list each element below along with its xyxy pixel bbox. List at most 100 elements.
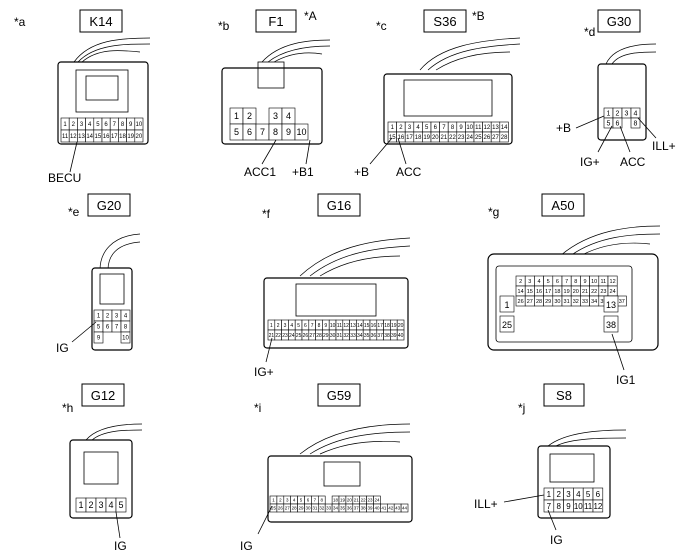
pin-number: 27 bbox=[285, 506, 291, 511]
pin-number: 39 bbox=[368, 506, 374, 511]
pin-number: 10 bbox=[466, 125, 473, 131]
pin-number: 5 bbox=[300, 498, 303, 503]
code-box-a50 bbox=[541, 193, 585, 217]
pin-number: 8 bbox=[451, 125, 455, 131]
wire-bundle bbox=[261, 39, 331, 63]
pin-cell bbox=[294, 123, 309, 141]
note-s36: *B bbox=[472, 9, 485, 23]
pin-number: 5 bbox=[234, 127, 239, 137]
pin-number: 39 bbox=[391, 333, 397, 339]
pin-label-ill: ILL+ bbox=[652, 139, 676, 153]
pin-number: 6 bbox=[106, 325, 110, 331]
pin-number: 8 bbox=[634, 120, 638, 127]
pin-label-ig: IG bbox=[240, 539, 253, 553]
wire-bundle bbox=[85, 423, 143, 441]
pin-number: 10 bbox=[330, 323, 336, 329]
marker-e: *e bbox=[68, 205, 80, 219]
pin-number: 34 bbox=[357, 333, 363, 339]
pin-number: 14 bbox=[518, 289, 524, 295]
pin-number: 23 bbox=[368, 498, 374, 503]
code-box-f1 bbox=[255, 9, 297, 33]
connector-latch bbox=[83, 451, 119, 485]
pin-number: 30 bbox=[330, 333, 336, 339]
pin-number: 43 bbox=[395, 506, 401, 511]
pin-number: 14 bbox=[501, 125, 508, 131]
pin-number: 20 bbox=[136, 134, 143, 140]
pin-number: 32 bbox=[343, 333, 349, 339]
connector-latch bbox=[323, 461, 361, 487]
marker-b: *b bbox=[218, 19, 230, 33]
pin-number: 9 bbox=[286, 127, 291, 137]
pin-number: 7 bbox=[115, 325, 119, 331]
pin-number: 3 bbox=[528, 279, 531, 285]
pin-number: 37 bbox=[377, 333, 383, 339]
pin-number: 19 bbox=[340, 498, 346, 503]
pin-number: 6 bbox=[596, 490, 601, 499]
pin-number: 18 bbox=[333, 498, 339, 503]
pin-number: 40 bbox=[398, 333, 404, 339]
pin-number: 4 bbox=[537, 279, 540, 285]
pin-number: 9 bbox=[583, 279, 586, 285]
pin-number: 38 bbox=[384, 333, 390, 339]
pin-number: 10 bbox=[122, 336, 129, 342]
pin-number: 26 bbox=[518, 299, 524, 305]
pin-number: 2 bbox=[556, 490, 561, 499]
marker-f: *f bbox=[262, 207, 271, 221]
pin-number: 2 bbox=[519, 279, 522, 285]
connector-latch bbox=[257, 61, 285, 89]
leader-line bbox=[611, 333, 625, 371]
pin-number: 7 bbox=[260, 127, 265, 137]
pin-number: 1 bbox=[97, 314, 101, 320]
pin-cell-large bbox=[499, 295, 515, 313]
pin-number: 4 bbox=[290, 323, 293, 329]
pin-number: 3 bbox=[625, 110, 629, 117]
pin-number: 20 bbox=[398, 323, 404, 329]
leader-line bbox=[115, 511, 121, 539]
leader-line bbox=[69, 141, 78, 173]
pin-number: 16 bbox=[398, 135, 405, 141]
pin-number: 31 bbox=[337, 333, 343, 339]
pin-number: 4 bbox=[88, 122, 92, 128]
pin-number: 6 bbox=[307, 498, 310, 503]
pin-cell bbox=[592, 499, 604, 513]
pin-number: 15 bbox=[95, 134, 102, 140]
pin-number: 4 bbox=[293, 498, 296, 503]
pin-number: 11 bbox=[601, 279, 607, 285]
pin-number: 17 bbox=[406, 135, 413, 141]
pin-number: 2 bbox=[106, 314, 110, 320]
pin-number: 22 bbox=[449, 135, 456, 141]
pin-number: 30 bbox=[554, 299, 560, 305]
connector-latch bbox=[295, 283, 377, 317]
pin-number: 8 bbox=[318, 323, 321, 329]
leader-line bbox=[369, 137, 393, 165]
marker-i: *i bbox=[254, 401, 261, 415]
pin-number: 1 bbox=[504, 300, 509, 310]
pin-number: 34 bbox=[333, 506, 339, 511]
pin-number: 22 bbox=[591, 289, 597, 295]
wire-bundle bbox=[299, 237, 411, 277]
pin-cell bbox=[612, 117, 623, 129]
note-f1: *A bbox=[304, 9, 317, 23]
wire-bundle bbox=[299, 423, 411, 455]
pin-number: 9 bbox=[459, 125, 463, 131]
leader-line bbox=[597, 125, 613, 153]
pin-number: 3 bbox=[284, 323, 287, 329]
pin-number: 20 bbox=[573, 289, 579, 295]
marker-j: *j bbox=[518, 401, 525, 415]
pin-number: 3 bbox=[115, 314, 119, 320]
code-box-g59 bbox=[317, 383, 361, 407]
pin-cell bbox=[93, 331, 104, 344]
leader-line bbox=[257, 505, 273, 535]
pin-label-b1: +B1 bbox=[292, 165, 314, 179]
pin-number: 16 bbox=[103, 134, 110, 140]
connector-face bbox=[495, 265, 633, 343]
pin-number: 5 bbox=[547, 279, 550, 285]
pin-number: 28 bbox=[316, 333, 322, 339]
